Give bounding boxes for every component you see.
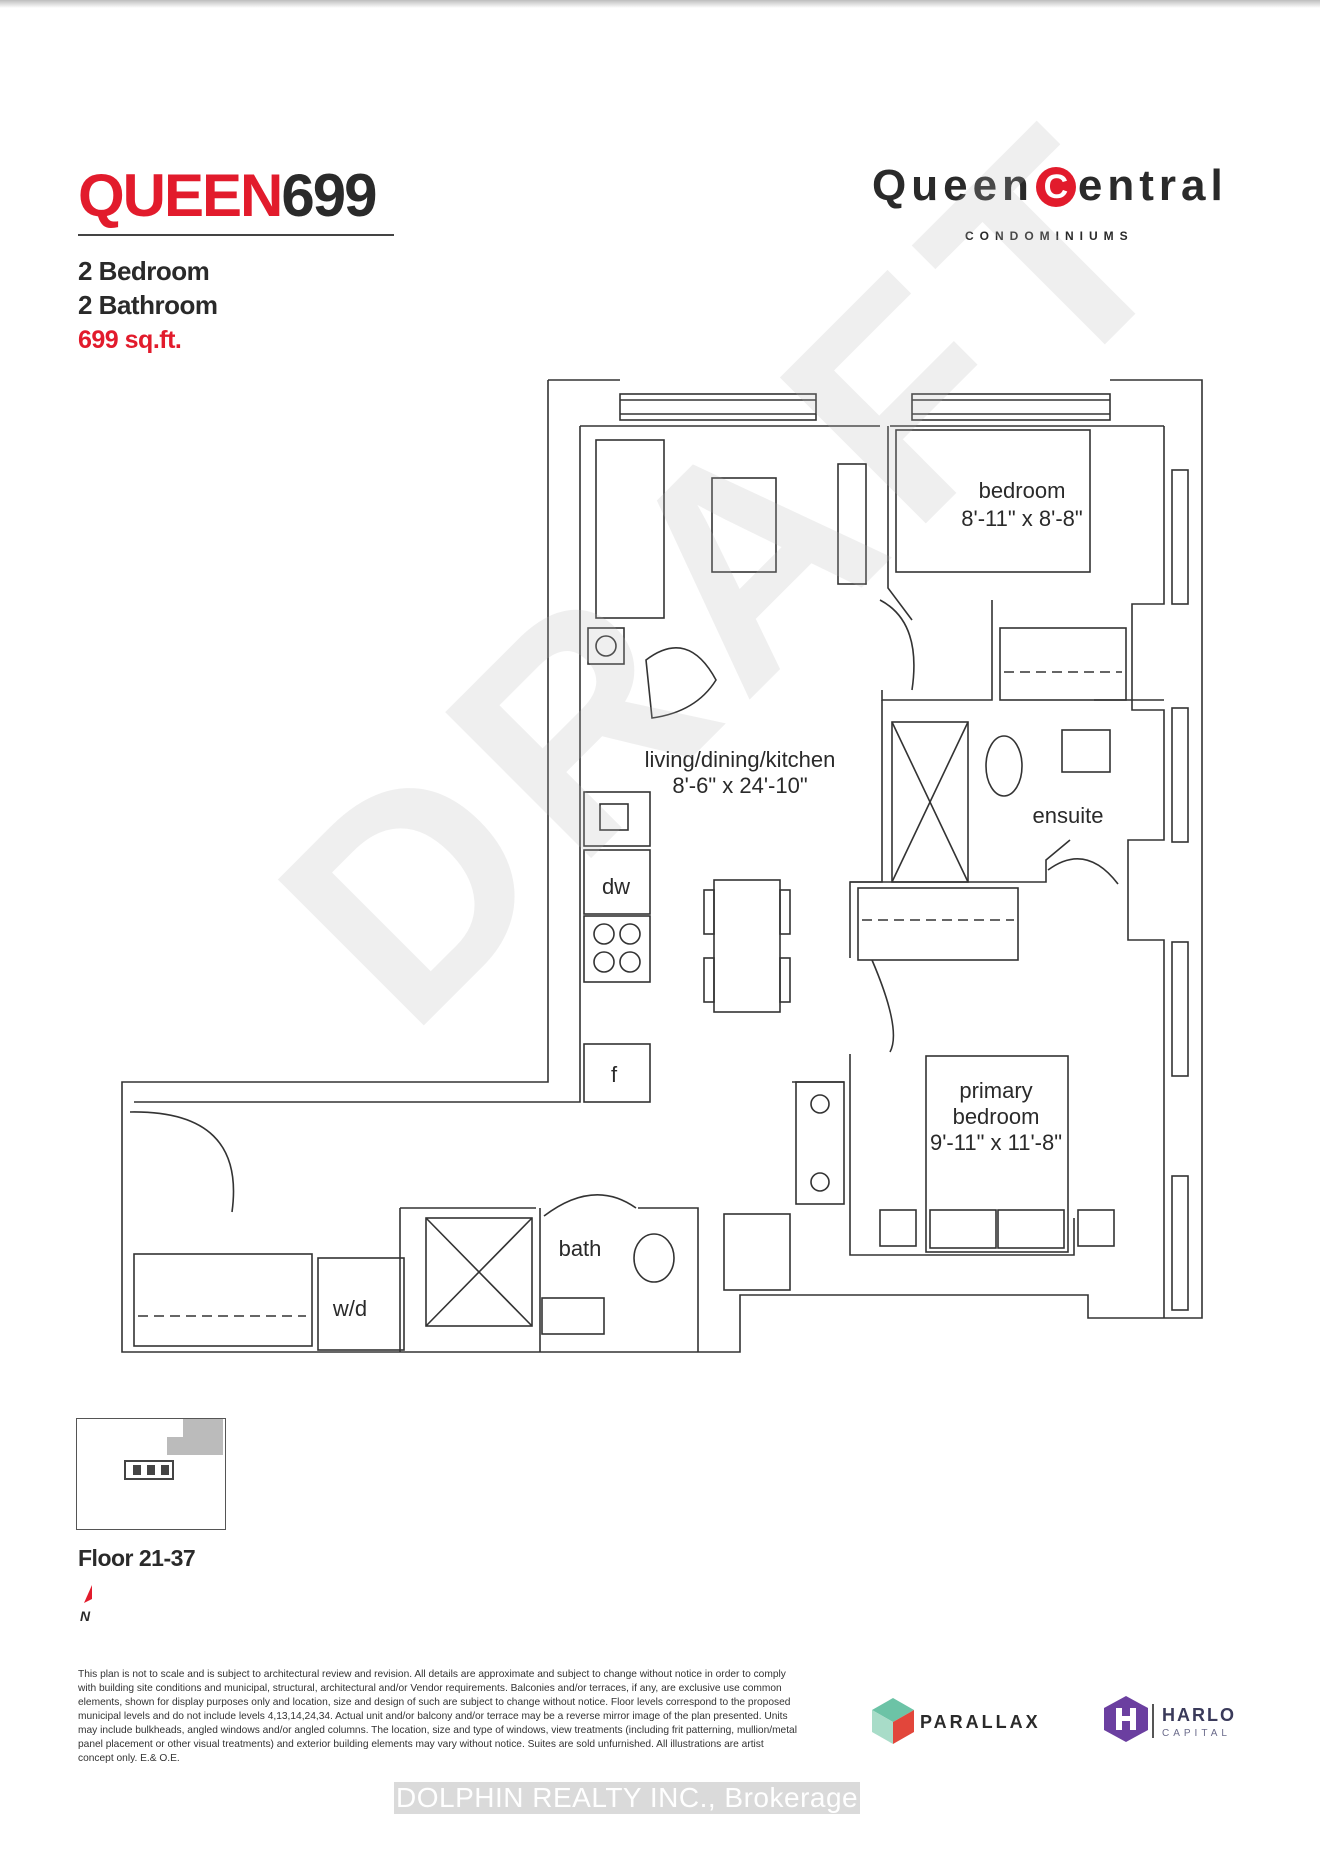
ensuite-sink — [1061, 729, 1111, 773]
primary-label-1: primary — [959, 1078, 1032, 1103]
brand-c-mark: C — [1035, 167, 1076, 207]
dishwasher-label: dw — [602, 874, 630, 899]
sofa — [595, 439, 665, 619]
brand-name-start: Queen — [872, 161, 1034, 210]
armchair — [645, 647, 717, 719]
harlo-logo-subtext: CAPITAL — [1162, 1728, 1231, 1739]
window-right-3 — [1171, 941, 1189, 1077]
disclaimer-text: This plan is not to scale and is subject… — [78, 1669, 797, 1764]
primary-label-2: bedroom — [953, 1104, 1040, 1129]
hall-closet — [857, 887, 1019, 961]
living-dims: 8'-6" x 24'-10" — [672, 773, 807, 798]
bathroom-count: 2 Bathroom — [78, 290, 218, 320]
key-plan-drawing — [124, 1419, 223, 1480]
harlo-divider — [1152, 1704, 1154, 1738]
media-unit — [837, 463, 867, 585]
fridge-label: f — [611, 1062, 618, 1087]
bedroom-closet — [999, 627, 1127, 701]
brokerage-watermark: DOLPHIN REALTY INC., Brokerage — [394, 1782, 861, 1814]
wall-bedroom-left — [887, 426, 913, 621]
top-border — [0, 0, 1320, 8]
exterior-wall — [121, 379, 1203, 1353]
parallax-logo-icon — [872, 1698, 914, 1744]
bath-toilet — [633, 1233, 675, 1283]
bedroom-count: 2 Bedroom — [78, 256, 210, 286]
side-table — [587, 627, 625, 665]
cooktop — [583, 915, 651, 983]
living-label: living/dining/kitchen — [645, 747, 836, 772]
storage-cabinet — [795, 1081, 845, 1205]
north-arrow-icon — [84, 1585, 92, 1603]
bath-label: bath — [559, 1236, 602, 1261]
harlo-logo-icon — [1104, 1696, 1148, 1742]
suite-title-prefix: QUEEN — [78, 162, 283, 229]
ensuite-shower — [891, 721, 969, 883]
bedroom-label: bedroom — [979, 478, 1066, 503]
window-living — [619, 393, 817, 421]
nightstand-left — [879, 1209, 917, 1247]
kitchen-sink — [583, 791, 651, 847]
ensuite-toilet — [985, 735, 1023, 797]
fridge — [583, 1043, 651, 1103]
suite-area: 699 sq.ft. — [78, 326, 182, 354]
bath-cabinet — [723, 1213, 791, 1291]
window-right-2 — [1171, 707, 1189, 843]
suite-title-number: 699 — [281, 162, 377, 229]
title-underline — [78, 234, 394, 236]
key-plan — [76, 1418, 226, 1530]
dining-table — [713, 879, 781, 1013]
parallax-logo-text: PARALLAX — [920, 1712, 1041, 1732]
ensuite-label: ensuite — [1033, 803, 1104, 828]
bath-sink — [541, 1297, 605, 1335]
floor-plan-drawing: bedroom 8'-11" x 8'-8" living/dining/kit… — [121, 379, 1203, 1353]
window-bedroom — [911, 393, 1111, 421]
brand-subtitle: CONDOMINIUMS — [965, 229, 1134, 243]
primary-bed — [925, 1055, 1069, 1253]
washer-dryer-label: w/d — [332, 1296, 367, 1321]
harlo-logo-text: HARLO — [1162, 1705, 1236, 1725]
suite-title: QUEEN699 — [78, 166, 377, 226]
primary-dims: 9'-11" x 11'-8" — [930, 1130, 1062, 1155]
dishwasher — [583, 849, 651, 915]
coffee-table — [711, 477, 777, 573]
floor-range: Floor 21-37 — [78, 1545, 196, 1571]
window-right-4 — [1171, 1175, 1189, 1311]
brand-name-end: entral — [1077, 161, 1228, 210]
window-right-1 — [1171, 469, 1189, 605]
nightstand-right — [1077, 1209, 1115, 1247]
north-arrow: N — [78, 1585, 98, 1630]
washer-dryer — [317, 1257, 405, 1351]
bedroom-dims: 8'-11" x 8'-8" — [961, 506, 1082, 531]
exterior-wall-inner — [134, 426, 581, 1103]
laundry-closet — [133, 1253, 313, 1347]
bedroom-bed — [895, 429, 1091, 573]
bath-shower — [425, 1217, 533, 1327]
north-label: N — [80, 1608, 91, 1624]
